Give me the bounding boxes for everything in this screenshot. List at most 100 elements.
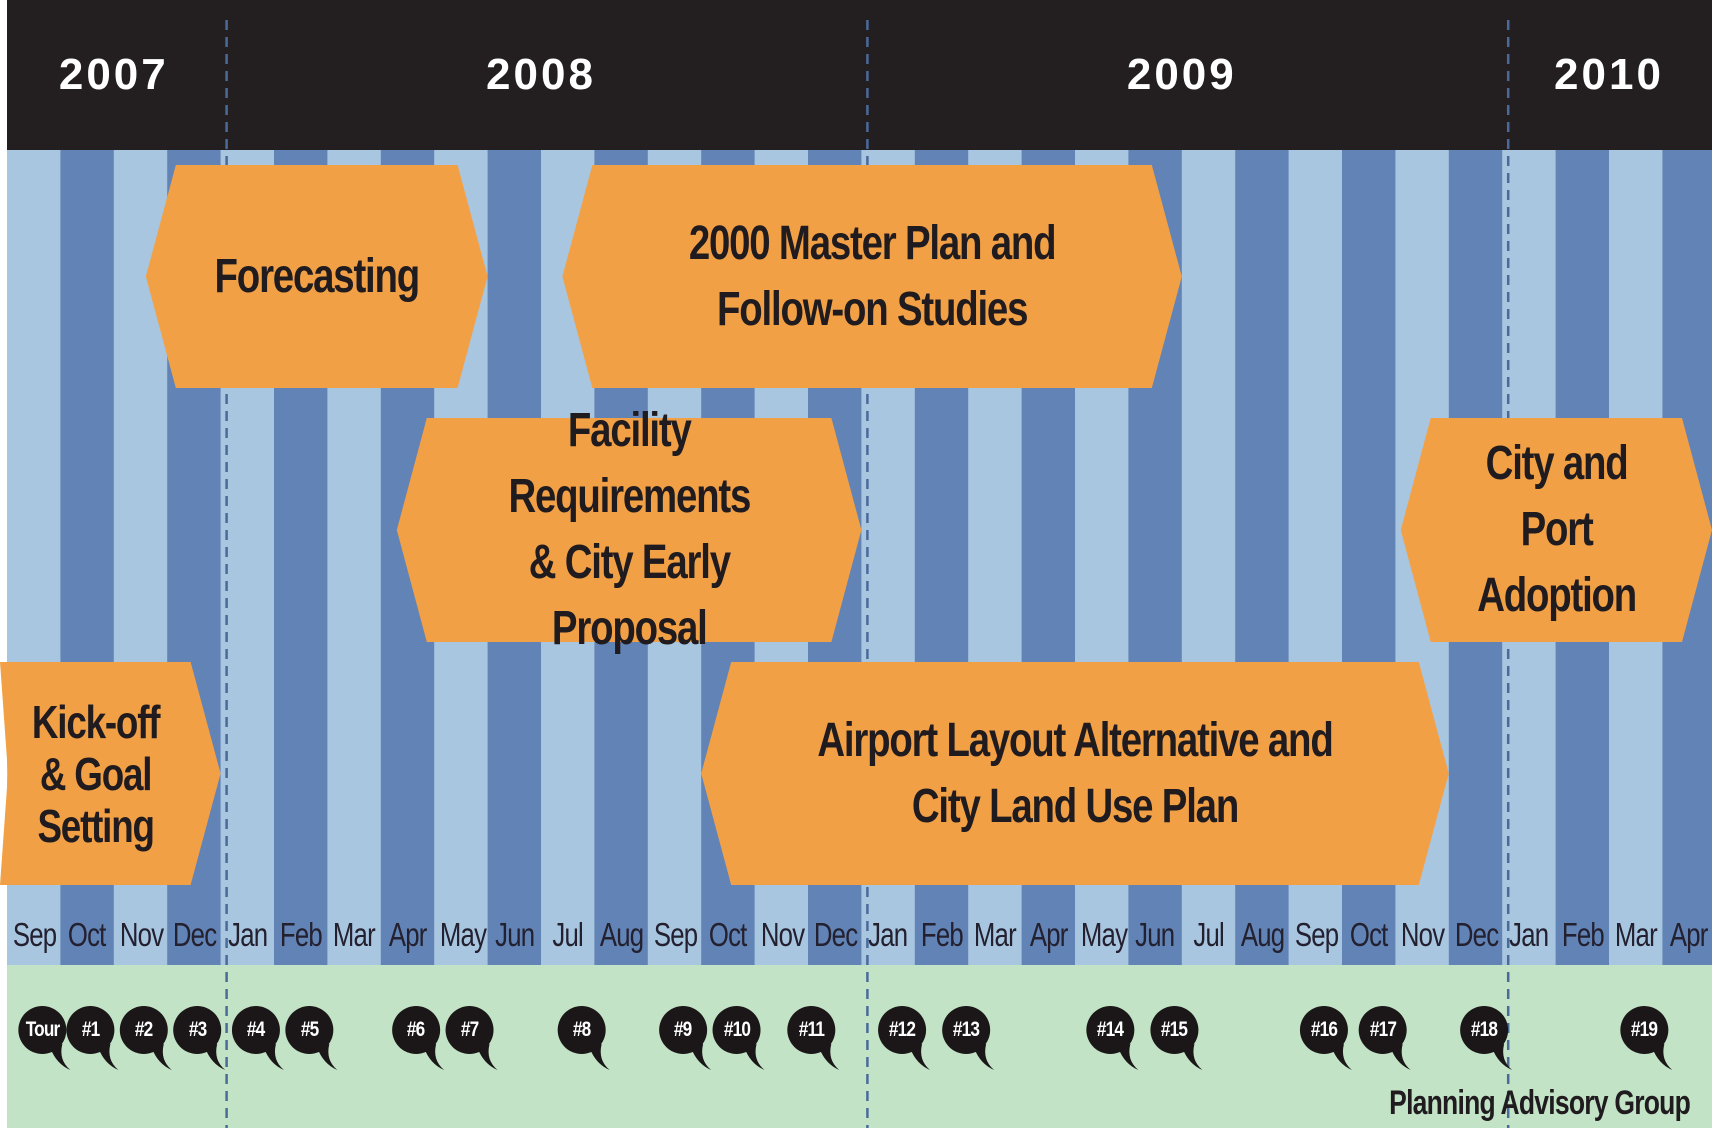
meeting-bubble xyxy=(712,1006,765,1070)
meeting-label: #4 xyxy=(247,1018,265,1041)
meeting-bubble-tail xyxy=(1331,1044,1352,1070)
phase-kickoff-label: Kick-off & Goal Setting xyxy=(31,695,161,852)
meeting-bubble-circle xyxy=(18,1006,67,1054)
meeting-label: #9 xyxy=(674,1018,692,1041)
meeting-label: #7 xyxy=(460,1018,479,1041)
meeting-label: Tour xyxy=(25,1018,60,1041)
phase-layout-label: Airport Layout Alternative and City Land… xyxy=(817,713,1333,833)
month-label: Sep xyxy=(653,916,698,953)
meeting-label: #3 xyxy=(188,1018,206,1041)
meeting-bubble-circle xyxy=(285,1006,334,1054)
meeting-label: #16 xyxy=(1310,1018,1338,1041)
meeting-bubble xyxy=(392,1006,445,1070)
meeting-label: #15 xyxy=(1161,1018,1188,1041)
month-label: Mar xyxy=(333,916,376,953)
meeting-bubble-tail xyxy=(819,1044,840,1070)
month-label: Jan xyxy=(868,916,908,953)
phase-forecasting-shape xyxy=(145,165,488,388)
meeting-bubble-circle xyxy=(557,1006,606,1054)
meeting-label: #2 xyxy=(135,1018,153,1041)
meeting-bubble-circle xyxy=(173,1006,222,1054)
phase-forecasting-label: Forecasting xyxy=(214,249,420,303)
meeting-label: #10 xyxy=(723,1018,750,1041)
meeting-bubble-tail xyxy=(1182,1044,1203,1070)
month-label: Nov xyxy=(119,916,164,953)
meeting-bubble xyxy=(66,1006,119,1070)
phase-kickoff-shape xyxy=(0,662,221,885)
meeting-bubble-tail xyxy=(744,1044,765,1070)
meeting-bubble-tail xyxy=(424,1044,445,1070)
meeting-bubble-tail xyxy=(974,1044,995,1070)
meeting-bubble-circle xyxy=(1620,1006,1669,1054)
meeting-bubble-tail xyxy=(263,1044,284,1070)
meeting-bubble-tail xyxy=(691,1044,712,1070)
meeting-bubble xyxy=(445,1006,498,1070)
meeting-bubble-tail xyxy=(205,1044,226,1070)
meeting-bubble xyxy=(173,1006,226,1070)
meeting-label: #1 xyxy=(81,1018,100,1041)
month-label: Nov xyxy=(1401,916,1445,953)
meeting-bubble xyxy=(119,1006,172,1070)
month-label: Feb xyxy=(1561,916,1604,953)
meeting-bubble-tail xyxy=(98,1044,119,1070)
meeting-bubble-circle xyxy=(942,1006,991,1054)
meeting-label: #19 xyxy=(1631,1018,1658,1041)
year-label: 2007 xyxy=(58,50,169,99)
meeting-label: #13 xyxy=(953,1018,980,1041)
meeting-bubble-circle xyxy=(659,1006,708,1054)
meetings-band xyxy=(7,965,1712,1128)
month-label: May xyxy=(1080,916,1128,953)
meeting-bubble xyxy=(18,1006,71,1070)
year-label: 2009 xyxy=(1126,50,1237,99)
phase-cityport-shape xyxy=(1400,418,1712,642)
phase-layout-shape xyxy=(701,662,1449,885)
month-label: Oct xyxy=(709,916,747,953)
meeting-label: #6 xyxy=(407,1018,425,1041)
month-label: Aug xyxy=(1241,916,1285,953)
month-label: Oct xyxy=(1349,916,1388,953)
meeting-label: #12 xyxy=(888,1018,916,1041)
meeting-bubble xyxy=(231,1006,284,1070)
meeting-bubble-circle xyxy=(445,1006,494,1054)
meeting-bubble-circle xyxy=(1299,1006,1348,1054)
meeting-bubble xyxy=(1620,1006,1673,1070)
meeting-bubble xyxy=(1086,1006,1139,1070)
meeting-label: #5 xyxy=(300,1018,319,1041)
month-label: Apr xyxy=(1029,916,1068,953)
meeting-bubble xyxy=(787,1006,840,1070)
meeting-bubble-tail xyxy=(589,1044,610,1070)
phase-facility-label: Facility Requirements & City Early Propo… xyxy=(508,404,751,655)
meeting-bubble-tail xyxy=(151,1044,172,1070)
phase-facility-shape xyxy=(396,418,862,642)
month-label: Feb xyxy=(920,916,964,953)
month-label: Jan xyxy=(1509,916,1549,953)
month-label: Sep xyxy=(12,916,57,953)
meeting-label: #17 xyxy=(1369,1018,1397,1041)
month-label: Aug xyxy=(600,916,644,953)
month-label: Mar xyxy=(974,916,1017,953)
meeting-bubble xyxy=(1299,1006,1352,1070)
meeting-label: #18 xyxy=(1470,1018,1498,1041)
meeting-label: #14 xyxy=(1097,1018,1124,1041)
meeting-bubble-tail xyxy=(1652,1044,1673,1070)
month-label: Mar xyxy=(1614,916,1658,953)
phase-masterplan-shape xyxy=(562,165,1182,388)
month-label: Feb xyxy=(279,916,323,953)
phase-masterplan-label: 2000 Master Plan and Follow-on Studies xyxy=(688,216,1057,336)
year-label: 2008 xyxy=(486,50,596,99)
month-label: May xyxy=(440,916,487,953)
month-label: Jun xyxy=(494,916,535,953)
meeting-bubble-circle xyxy=(66,1006,115,1054)
meeting-label: #11 xyxy=(798,1018,825,1041)
meeting-bubble-tail xyxy=(477,1044,498,1070)
month-label: Jan xyxy=(227,916,268,953)
meeting-bubble xyxy=(1150,1006,1203,1070)
month-label: Sep xyxy=(1294,916,1338,953)
meeting-bubble-tail xyxy=(1492,1044,1513,1070)
meeting-bubble xyxy=(1460,1006,1513,1070)
month-label: Nov xyxy=(760,916,804,953)
month-label: Dec xyxy=(173,916,217,953)
month-label: Oct xyxy=(68,916,106,953)
